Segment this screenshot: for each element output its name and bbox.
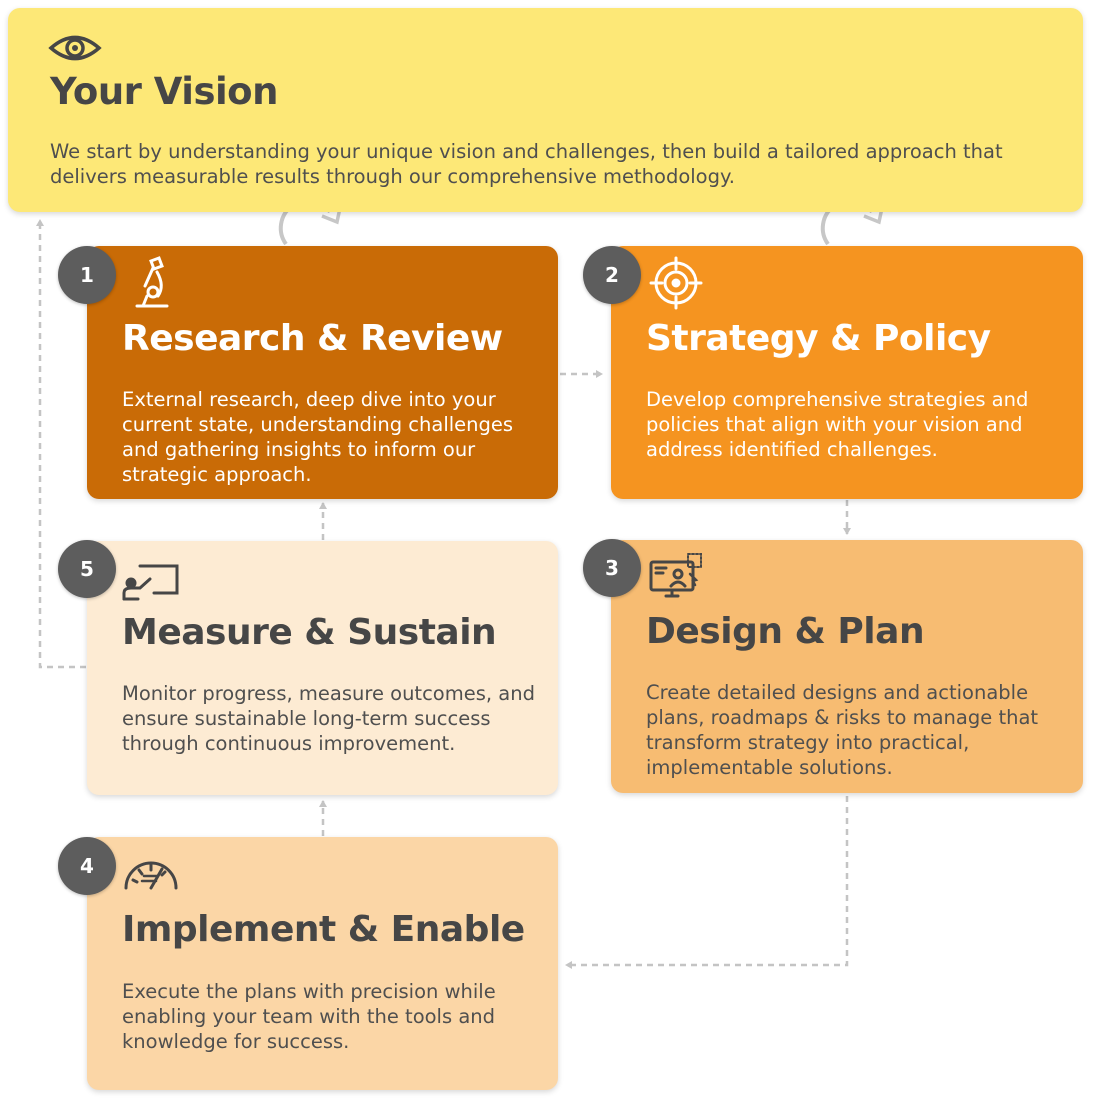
step-3-description: Create detailed designs and actionable p… xyxy=(646,681,1039,779)
step-5-title: Measure & Sustain xyxy=(122,612,497,653)
vision-description: We start by understanding your unique vi… xyxy=(50,140,1003,188)
step-card-design xyxy=(611,540,1083,793)
eye-icon xyxy=(48,35,102,61)
speedometer-icon xyxy=(124,861,178,890)
vision-card: Your Vision We start by understanding yo… xyxy=(8,8,1083,212)
step-5-description: Monitor progress, measure outcomes, and … xyxy=(122,682,535,755)
step-5-badge: 5 xyxy=(58,540,116,598)
connector-lines xyxy=(36,219,851,969)
vision-title: Your Vision xyxy=(50,70,278,113)
microscope-icon xyxy=(135,256,169,308)
step-2-description: Develop comprehensive strategies and pol… xyxy=(646,388,1029,461)
step-card-strategy xyxy=(611,246,1083,499)
target-icon xyxy=(649,256,703,310)
step-1-title: Research & Review xyxy=(122,318,503,359)
step-4-description: Execute the plans with precision while e… xyxy=(122,980,496,1053)
step-2-badge: 2 xyxy=(583,246,641,304)
step-card-measure xyxy=(87,541,558,795)
step-4-title: Implement & Enable xyxy=(122,909,525,950)
step-card-research xyxy=(87,246,558,499)
step-3-title: Design & Plan xyxy=(646,611,925,652)
step-1-badge: 1 xyxy=(58,246,116,304)
step-4-badge: 4 xyxy=(58,837,116,895)
presentation-icon xyxy=(122,564,179,601)
step-2-title: Strategy & Policy xyxy=(646,318,991,359)
step-1-description: External research, deep dive into your c… xyxy=(122,388,514,486)
step-card-implement xyxy=(87,837,558,1090)
monitor-design-icon xyxy=(649,553,702,598)
connector-3-to-4 xyxy=(565,796,849,969)
connector-5-to-vision xyxy=(36,219,86,669)
step-3-badge: 3 xyxy=(583,539,641,597)
